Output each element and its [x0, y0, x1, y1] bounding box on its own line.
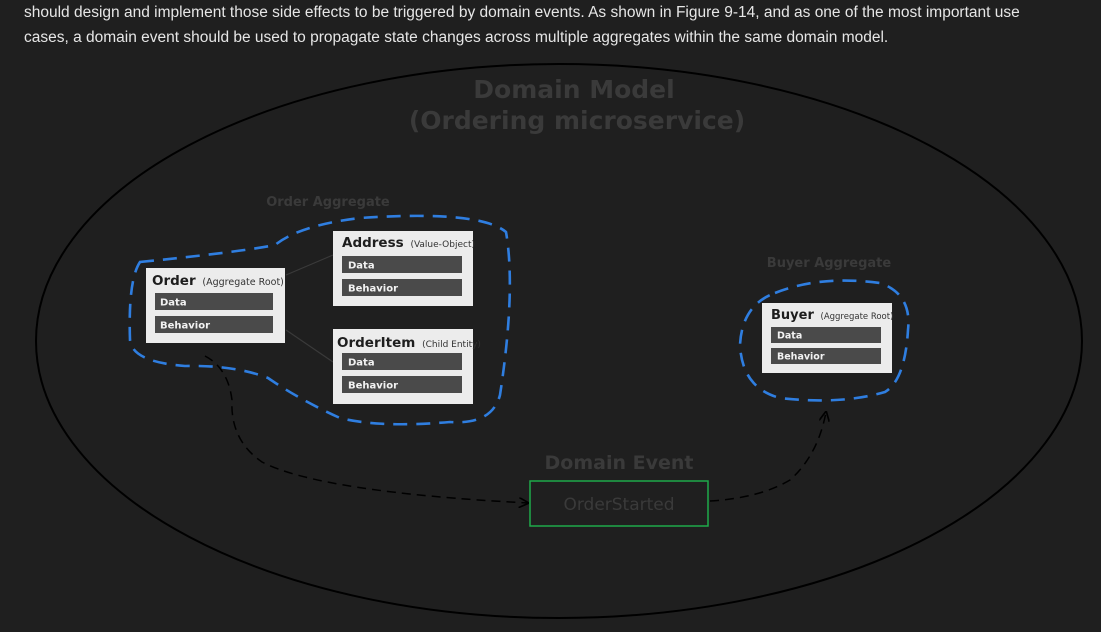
orderitem-entity-card: OrderItem (Child Entity) Data Behavior [333, 329, 481, 404]
buyer-title: Buyer [771, 308, 814, 323]
event-to-buyer-arrow [709, 412, 826, 502]
buyer-subtitle: (Aggregate Root) [821, 312, 894, 322]
svg-text:OrderItem (Child Entity): OrderItem (Child Entity) [337, 335, 481, 351]
address-entity-card: Address (Value-Object) Data Behavior [333, 231, 475, 306]
svg-text:Order (Aggregate Root): Order (Aggregate Root) [152, 273, 284, 289]
order-subtitle: (Aggregate Root) [202, 277, 283, 288]
address-subtitle: (Value-Object) [410, 240, 475, 250]
order-address-connector [285, 254, 334, 276]
address-data-field: Data [348, 261, 375, 272]
order-title: Order [152, 273, 196, 289]
address-behavior-field: Behavior [348, 284, 398, 295]
order-behavior-field: Behavior [160, 321, 210, 332]
intro-line-1: should design and implement those side e… [24, 4, 1020, 21]
buyer-aggregate-boundary [738, 279, 910, 402]
order-entity-card: Order (Aggregate Root) Data Behavior [146, 268, 285, 343]
domain-event-label: Domain Event [545, 452, 694, 474]
buyer-behavior-field: Behavior [777, 352, 825, 363]
domain-model-boundary [35, 63, 1083, 619]
orderitem-data-field: Data [348, 358, 375, 369]
orderstarted-event-name: OrderStarted [563, 495, 674, 515]
svg-text:Address (Value-Object): Address (Value-Object) [342, 235, 475, 251]
intro-line-2: cases, a domain event should be used to … [24, 29, 889, 46]
orderstarted-event-box: OrderStarted [529, 480, 709, 527]
buyer-entity-card: Buyer (Aggregate Root) Data Behavior [762, 303, 893, 373]
buyer-data-field: Data [777, 331, 802, 342]
buyer-aggregate-label: Buyer Aggregate [767, 256, 892, 271]
svg-text:Buyer (Aggregate Root): Buyer (Aggregate Root) [771, 307, 893, 323]
orderitem-title: OrderItem [337, 335, 415, 351]
order-aggregate-label: Order Aggregate [266, 195, 390, 210]
order-to-event-arrow [204, 355, 528, 503]
order-data-field: Data [160, 298, 187, 309]
intro-text: should design and implement those side e… [24, 0, 1084, 50]
orderitem-behavior-field: Behavior [348, 381, 398, 392]
domain-model-title: Domain Model [473, 75, 674, 104]
orderitem-subtitle: (Child Entity) [422, 340, 481, 350]
order-aggregate-boundary [128, 214, 512, 426]
order-orderitem-connector [285, 329, 334, 363]
domain-model-subtitle: (Ordering microservice) [409, 106, 745, 135]
address-title: Address [342, 235, 404, 251]
